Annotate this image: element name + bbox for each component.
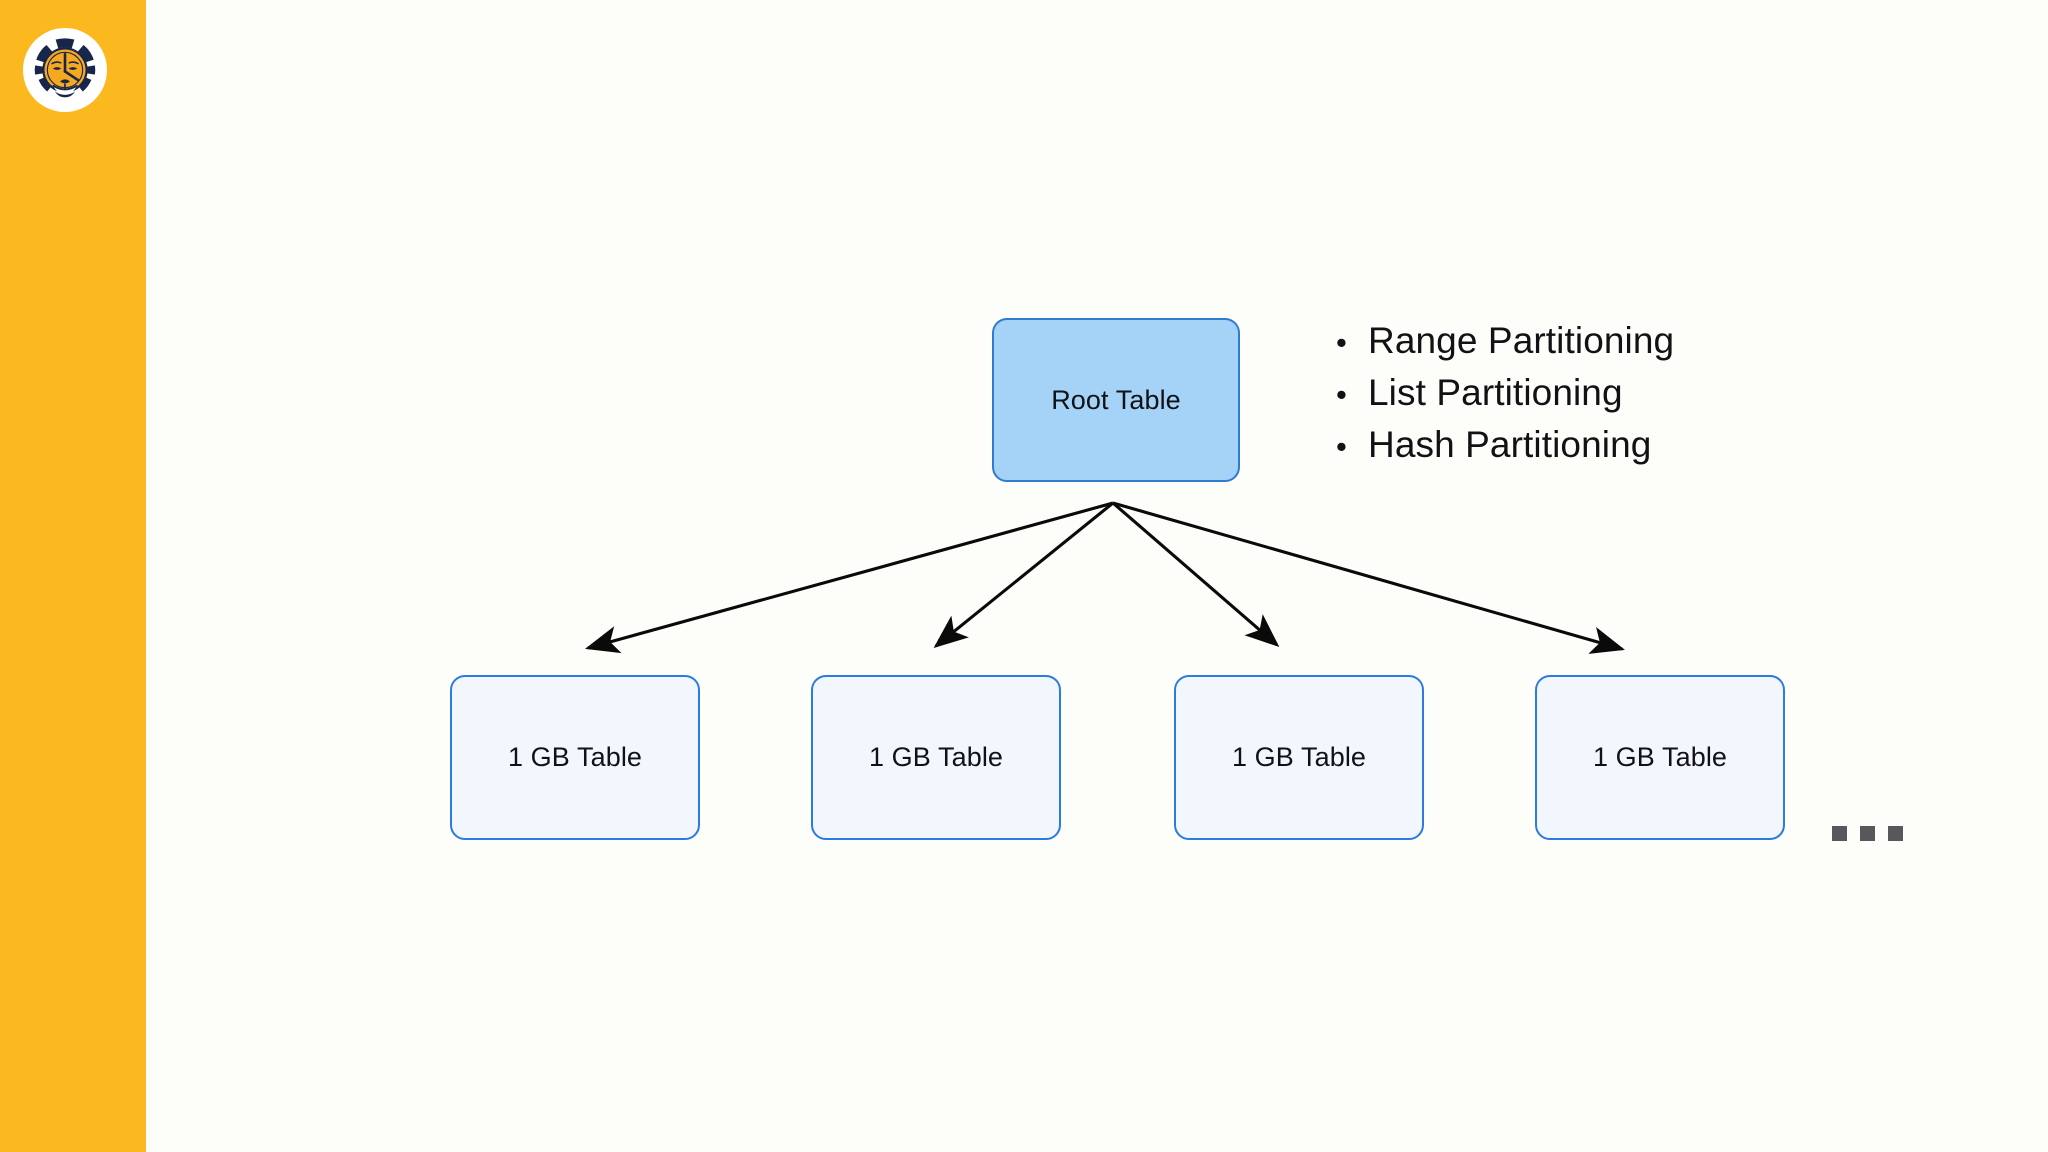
- ellipsis-dot-2: [1860, 826, 1875, 841]
- bullet-marker-icon: •: [1336, 377, 1347, 412]
- node-leaf-table-4-label: 1 GB Table: [1592, 742, 1728, 772]
- ellipsis-dot-1: [1832, 826, 1847, 841]
- partitioning-strategies-list: • Range Partitioning • List Partitioning…: [1336, 320, 1674, 476]
- list-item-label-3: Hash Partitioning: [1368, 424, 1652, 465]
- node-root-table-label: Root Table: [1051, 384, 1181, 415]
- list-item: • List Partitioning: [1336, 372, 1674, 424]
- connector-root-to-leaf-3: [1111, 501, 1280, 648]
- sidebar-accent-bar: [0, 0, 146, 1152]
- ellipsis-dot-3: [1888, 826, 1903, 841]
- node-leaf-table-4[interactable]: 1 GB Table: [1535, 675, 1785, 840]
- connector-root-to-leaf-4: [1112, 501, 1625, 654]
- node-leaf-table-2[interactable]: 1 GB Table: [811, 675, 1061, 840]
- bullet-marker-icon: •: [1336, 325, 1347, 360]
- connector-root-to-leaf-2: [933, 501, 1114, 648]
- list-item: • Hash Partitioning: [1336, 424, 1674, 476]
- node-leaf-table-1-label: 1 GB Table: [507, 742, 643, 772]
- connector-root-to-leaf-1: [585, 501, 1114, 654]
- bullet-marker-icon: •: [1336, 429, 1347, 464]
- node-root-table[interactable]: Root Table: [992, 318, 1240, 482]
- overflow-ellipsis-icon: [1832, 826, 1903, 841]
- node-leaf-table-2-label: 1 GB Table: [868, 742, 1004, 772]
- list-item-label-2: List Partitioning: [1368, 372, 1623, 413]
- node-leaf-table-3[interactable]: 1 GB Table: [1174, 675, 1424, 840]
- tiger-head-logo-icon: [23, 28, 107, 112]
- list-item-label-1: Range Partitioning: [1368, 320, 1675, 361]
- node-leaf-table-3-label: 1 GB Table: [1231, 742, 1367, 772]
- node-leaf-table-1[interactable]: 1 GB Table: [450, 675, 700, 840]
- list-item: • Range Partitioning: [1336, 320, 1674, 372]
